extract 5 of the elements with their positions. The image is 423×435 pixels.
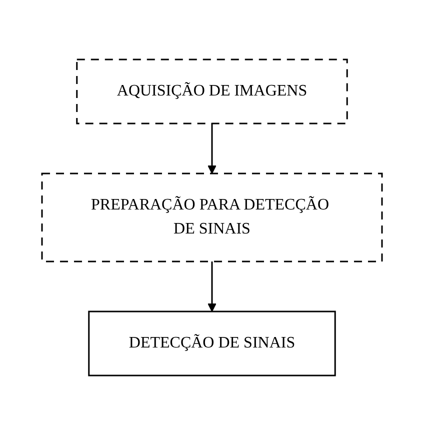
- arrow: [207, 262, 216, 312]
- node-box: DETECÇÃO DE SINAIS: [88, 310, 336, 376]
- arrow: [207, 124, 216, 174]
- node-box: AQUISIÇÃO DE IMAGENS: [76, 58, 348, 124]
- node-box: PREPARAÇÃO PARA DETECÇÃO DE SINAIS: [40, 172, 382, 262]
